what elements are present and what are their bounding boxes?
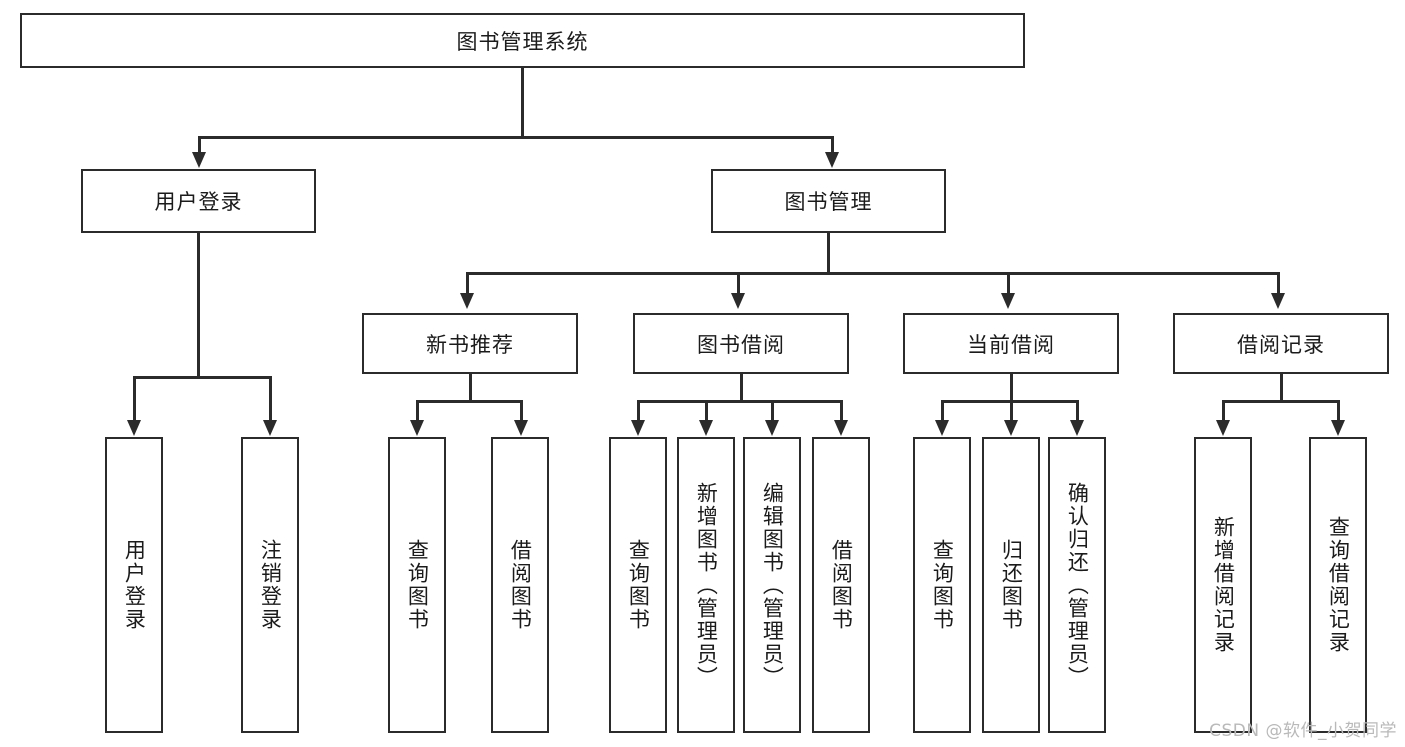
node-label: 查询图书 <box>626 539 651 631</box>
connector-current-stem <box>1010 374 1013 402</box>
arrow-to-user-login <box>192 152 206 168</box>
connector-user-login-leaf1 <box>133 376 136 421</box>
connector-record-leaf2 <box>1337 400 1340 421</box>
node-book-borrowing[interactable]: 图书借阅 <box>633 313 849 374</box>
connector-borrow-bus <box>637 400 842 403</box>
leaf-query-book-rec[interactable]: 查询图书 <box>388 437 446 733</box>
node-root-book-management-system[interactable]: 图书管理系统 <box>20 13 1025 68</box>
arrow-current-leaf2 <box>1004 420 1018 436</box>
node-label: 新增图书（管理员） <box>694 481 719 689</box>
connector-to-borrow-record <box>1277 272 1280 294</box>
leaf-add-book-admin[interactable]: 新增图书（管理员） <box>677 437 735 733</box>
node-label: 查询图书 <box>405 539 430 631</box>
node-label: 借阅记录 <box>1237 332 1325 357</box>
arrow-borrow-leaf3 <box>765 420 779 436</box>
node-current-borrowing[interactable]: 当前借阅 <box>903 313 1119 374</box>
node-label: 编辑图书（管理员） <box>760 481 785 689</box>
connector-level1-bus <box>198 136 834 139</box>
node-label: 新增借阅记录 <box>1211 516 1236 654</box>
connector-borrow-leaf4 <box>840 400 843 421</box>
arrow-to-current-borrow <box>1001 293 1015 309</box>
arrow-borrow-leaf1 <box>631 420 645 436</box>
leaf-borrow-book-rec[interactable]: 借阅图书 <box>491 437 549 733</box>
arrow-rec-leaf2 <box>514 420 528 436</box>
connector-record-bus <box>1222 400 1339 403</box>
connector-to-new-book-rec <box>466 272 469 294</box>
connector-user-login-leaf2 <box>269 376 272 421</box>
leaf-logout[interactable]: 注销登录 <box>241 437 299 733</box>
leaf-user-login[interactable]: 用户登录 <box>105 437 163 733</box>
node-user-login[interactable]: 用户登录 <box>81 169 316 233</box>
connector-root-stem <box>521 68 524 138</box>
connector-current-leaf2 <box>1010 400 1013 421</box>
leaf-add-borrow-record[interactable]: 新增借阅记录 <box>1194 437 1252 733</box>
connector-current-bus <box>941 400 1078 403</box>
connector-current-leaf1 <box>941 400 944 421</box>
arrow-current-leaf3 <box>1070 420 1084 436</box>
leaf-query-book-current[interactable]: 查询图书 <box>913 437 971 733</box>
arrow-user-login-leaf1 <box>127 420 141 436</box>
arrow-borrow-leaf4 <box>834 420 848 436</box>
leaf-query-book-borrow[interactable]: 查询图书 <box>609 437 667 733</box>
connector-rec-bus <box>416 400 522 403</box>
connector-borrow-leaf2 <box>705 400 708 421</box>
connector-record-leaf1 <box>1222 400 1225 421</box>
connector-user-login-bus <box>133 376 271 379</box>
node-label: 图书管理 <box>784 190 873 214</box>
connector-rec-leaf1 <box>416 400 419 421</box>
arrow-record-leaf1 <box>1216 420 1230 436</box>
connector-borrow-leaf3 <box>771 400 774 421</box>
connector-borrow-leaf1 <box>637 400 640 421</box>
arrow-to-book-borrow <box>731 293 745 309</box>
arrow-borrow-leaf2 <box>699 420 713 436</box>
node-label: 当前借阅 <box>967 332 1055 357</box>
connector-record-stem <box>1280 374 1283 402</box>
node-label: 借阅图书 <box>829 539 854 631</box>
connector-rec-leaf2 <box>520 400 523 421</box>
connector-level2-bus <box>466 272 1278 275</box>
leaf-edit-book-admin[interactable]: 编辑图书（管理员） <box>743 437 801 733</box>
node-label: 新书推荐 <box>426 332 514 357</box>
leaf-query-borrow-record[interactable]: 查询借阅记录 <box>1309 437 1367 733</box>
arrow-to-new-book-rec <box>460 293 474 309</box>
node-label: 归还图书 <box>999 539 1024 631</box>
node-borrow-record[interactable]: 借阅记录 <box>1173 313 1389 374</box>
connector-user-login-stem <box>197 233 200 378</box>
node-label: 图书管理系统 <box>456 29 589 54</box>
arrow-to-book-manage <box>825 152 839 168</box>
leaf-return-book[interactable]: 归还图书 <box>982 437 1040 733</box>
node-label: 图书借阅 <box>697 332 785 357</box>
node-label: 查询图书 <box>930 539 955 631</box>
node-label: 确认归还（管理员） <box>1065 481 1090 689</box>
node-label: 借阅图书 <box>508 539 533 631</box>
arrow-current-leaf1 <box>935 420 949 436</box>
arrow-user-login-leaf2 <box>263 420 277 436</box>
connector-book-manage-stem <box>827 233 830 274</box>
arrow-record-leaf2 <box>1331 420 1345 436</box>
connector-to-book-borrow <box>737 272 740 294</box>
arrow-rec-leaf1 <box>410 420 424 436</box>
leaf-confirm-return-admin[interactable]: 确认归还（管理员） <box>1048 437 1106 733</box>
arrow-to-borrow-record <box>1271 293 1285 309</box>
connector-to-user-login <box>198 136 201 152</box>
node-label: 注销登录 <box>258 539 283 631</box>
node-label: 查询借阅记录 <box>1326 516 1351 654</box>
node-label: 用户登录 <box>122 539 147 631</box>
connector-borrow-stem <box>740 374 743 402</box>
node-new-book-recommendation[interactable]: 新书推荐 <box>362 313 578 374</box>
csdn-watermark: CSDN @软件_小贺同学 <box>1209 721 1397 741</box>
connector-to-book-manage <box>831 136 834 152</box>
node-label: 用户登录 <box>154 190 243 214</box>
node-book-management[interactable]: 图书管理 <box>711 169 946 233</box>
connector-current-leaf3 <box>1076 400 1079 421</box>
connector-rec-stem <box>469 374 472 402</box>
connector-to-current-borrow <box>1007 272 1010 294</box>
leaf-borrow-book[interactable]: 借阅图书 <box>812 437 870 733</box>
